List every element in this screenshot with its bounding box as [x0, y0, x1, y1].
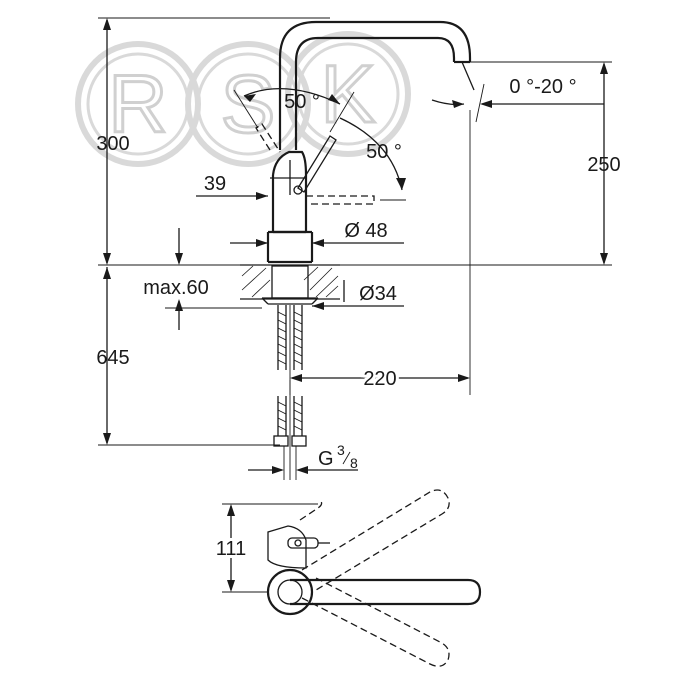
dim-label-angle-top: 50 °: [284, 91, 320, 113]
dim-645: 645: [96, 267, 130, 445]
dim-thread: G 3 8: [248, 442, 358, 480]
thread-g-label: G: [318, 448, 334, 470]
top-view: [266, 489, 482, 667]
thread-numerator: 3: [337, 442, 345, 458]
spout: [278, 20, 475, 150]
dim-label-34: Ø34: [359, 283, 397, 305]
dim-label-48: Ø 48: [344, 220, 387, 242]
dim-220: 220: [290, 365, 470, 393]
dim-label-angle-side: 50 °: [366, 141, 402, 163]
dim-39: 39: [196, 173, 268, 200]
dim-angle-side: 50 °: [339, 117, 406, 201]
rsk-watermark: R S K: [75, 31, 411, 167]
dim-label-max60: max.60: [143, 277, 209, 299]
thread-denominator: 8: [350, 455, 358, 471]
dim-300: 300: [96, 18, 130, 265]
dim-34: Ø34: [312, 280, 404, 310]
dim-angle-top: 50 °: [233, 88, 355, 133]
dim-label-tilt: 0 °-20 °: [509, 76, 576, 98]
watermark-letter-k: K: [321, 49, 376, 140]
dim-label-250: 250: [587, 154, 620, 176]
watermark-letter-r: R: [108, 59, 167, 150]
dim-max60: max.60: [143, 228, 262, 330]
dim-111: 111: [213, 503, 318, 593]
dim-tilt: 0 °-20 °: [431, 76, 604, 123]
dim-label-111: 111: [216, 538, 246, 560]
dim-label-300: 300: [96, 133, 129, 155]
dim-48: Ø 48: [230, 220, 404, 247]
dim-label-220: 220: [363, 368, 396, 390]
watermark-letter-s: S: [221, 59, 276, 150]
dim-label-39: 39: [204, 173, 226, 195]
faucet-body: [266, 150, 314, 264]
dim-250: 250: [587, 62, 621, 265]
watermark-circle-k: [285, 31, 411, 157]
countertop-section: [240, 264, 340, 305]
lever: [255, 123, 375, 205]
dim-label-645: 645: [96, 347, 129, 369]
supply-hoses: [273, 305, 307, 480]
